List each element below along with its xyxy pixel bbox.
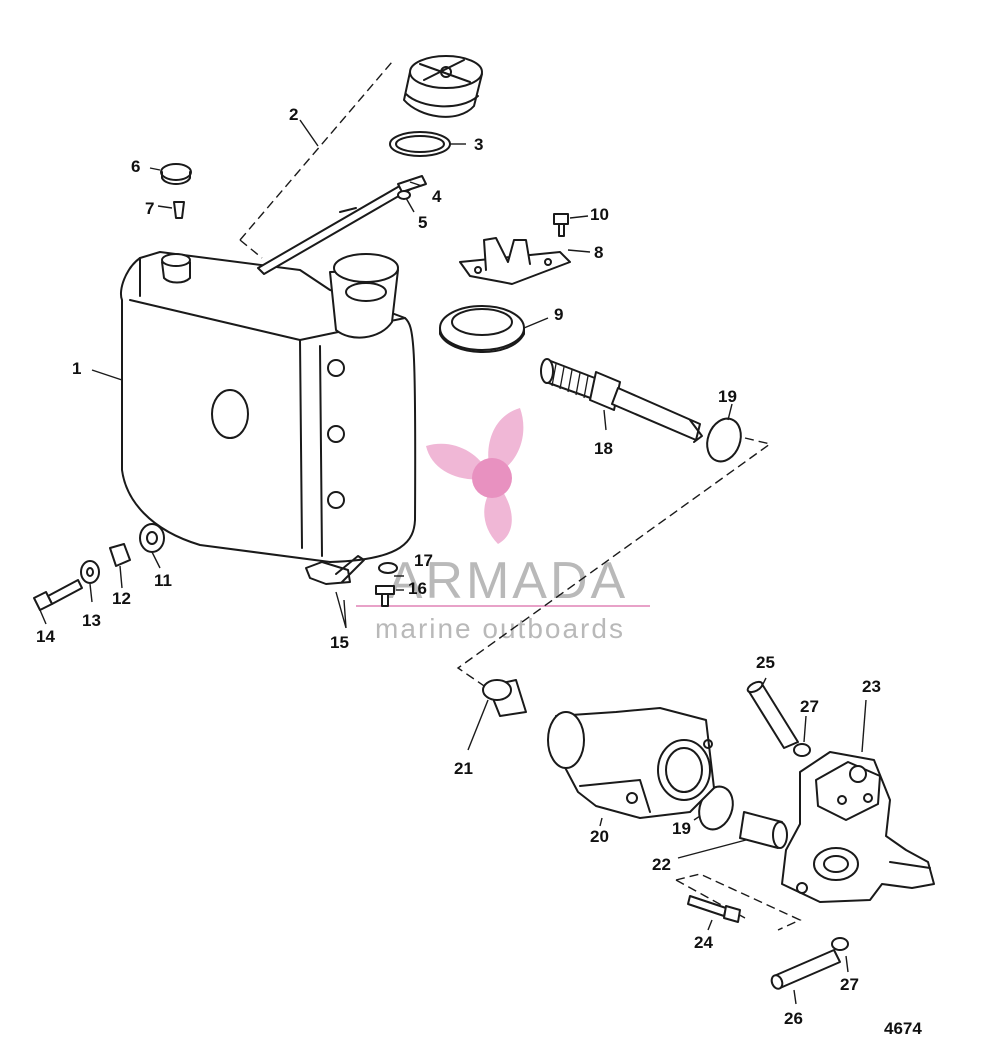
callout-20: 20	[590, 827, 609, 846]
pump-housing	[547, 707, 715, 819]
callout-8: 8	[594, 243, 603, 262]
callout-22: 22	[652, 855, 671, 874]
fitting	[305, 561, 351, 585]
callout-26: 26	[784, 1009, 803, 1028]
watermark: ARMADA marine outboards	[356, 408, 650, 644]
callout-23: 23	[862, 677, 881, 696]
callout-14: 14	[36, 627, 55, 646]
callout-10: 10	[590, 205, 609, 224]
watermark-brand: ARMADA	[388, 552, 628, 610]
fill-cap	[403, 55, 483, 118]
oil-pump	[781, 751, 935, 903]
callout-18: 18	[594, 439, 613, 458]
bushing	[482, 679, 527, 717]
grommet	[139, 523, 165, 553]
o-ring-upper	[706, 417, 742, 463]
callout-11: 11	[154, 571, 172, 590]
washer	[80, 560, 100, 584]
bracket	[397, 175, 427, 193]
figure-number: 4674	[884, 1019, 922, 1038]
screw-small	[375, 585, 395, 595]
callout-21: 21	[454, 759, 473, 778]
o-ring-lower	[698, 785, 734, 831]
oil-tank	[120, 251, 417, 563]
callout-12: 12	[112, 589, 131, 608]
callout-3: 3	[474, 135, 483, 154]
callout-17: 17	[414, 551, 433, 570]
leader-lines	[39, 119, 867, 1005]
nut	[397, 190, 411, 200]
propeller-icon	[426, 408, 524, 544]
driveshaft	[540, 358, 703, 443]
callout-6: 6	[131, 157, 140, 176]
sleeve	[739, 811, 788, 849]
callout-27-upper: 27	[800, 697, 819, 716]
callout-27-lower: 27	[840, 975, 859, 994]
callout-25: 25	[756, 653, 775, 672]
callout-13: 13	[82, 611, 101, 630]
clamp-upper	[793, 743, 811, 757]
callout-1: 1	[72, 359, 81, 378]
bolt-long	[47, 579, 83, 605]
callout-19-upper: 19	[718, 387, 737, 406]
screw	[173, 201, 185, 219]
washer-small	[378, 562, 398, 574]
callout-19-lower: 19	[672, 819, 691, 838]
clamp-lower	[831, 937, 849, 951]
callout-24: 24	[694, 933, 713, 952]
hose-upper	[746, 680, 799, 749]
callout-5: 5	[418, 213, 427, 232]
bolt	[553, 213, 569, 225]
callout-4: 4	[432, 187, 442, 206]
callout-9: 9	[554, 305, 563, 324]
callout-16: 16	[408, 579, 427, 598]
spacer	[109, 543, 131, 567]
callout-2: 2	[289, 105, 298, 124]
hose-lower	[770, 949, 841, 990]
callout-7: 7	[145, 199, 154, 218]
callout-15: 15	[330, 633, 349, 652]
pump-bolt	[687, 895, 727, 917]
assembly-lines	[239, 61, 802, 931]
seal	[439, 305, 525, 351]
watermark-tagline: marine outboards	[375, 613, 625, 644]
plug-cap	[160, 163, 192, 181]
callout-labels: 1 2 3 4 5 6 7 8 9 10 11 12 13 14 15 16 1…	[36, 105, 922, 1038]
